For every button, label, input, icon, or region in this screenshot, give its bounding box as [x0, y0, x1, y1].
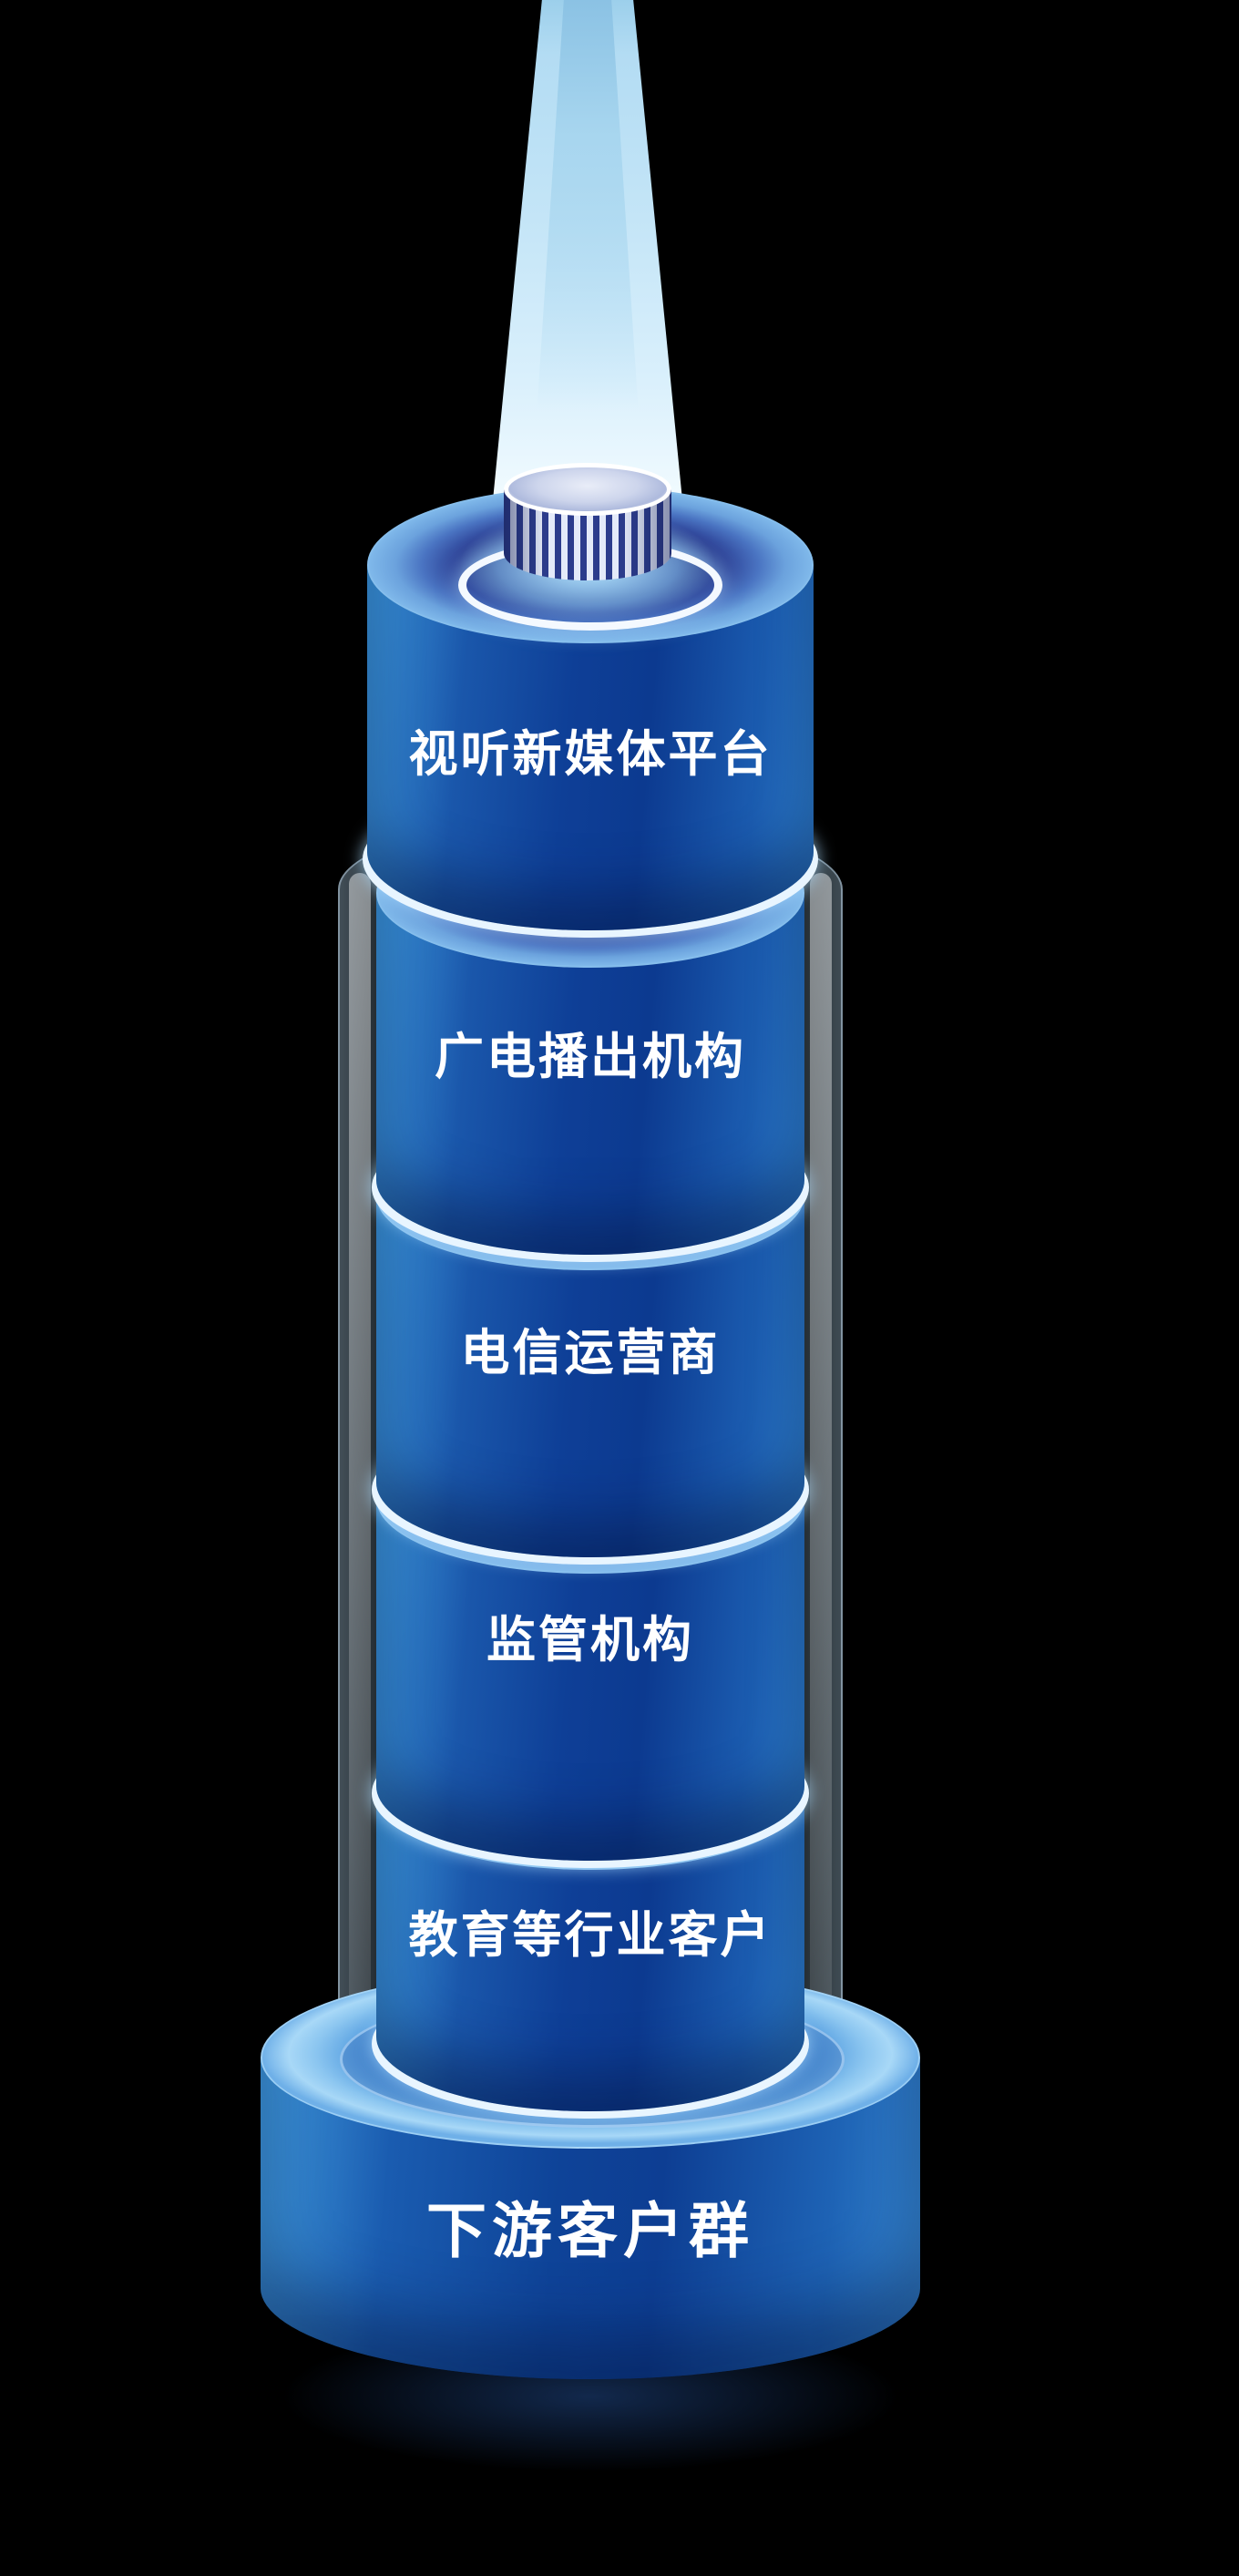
pipe-cap: [504, 463, 671, 590]
layer-3-label: 电信运营商: [460, 1326, 721, 1380]
layer-5-label: 教育等行业客户: [408, 1908, 773, 1963]
layer-2-cylinder: 广电播出机构: [372, 818, 809, 1274]
layer-1-label: 视听新媒体平台: [408, 727, 773, 782]
base-label: 下游客户群: [426, 2197, 754, 2264]
layer-4-label: 监管机构: [486, 1613, 694, 1668]
layer-2-label: 广电播出机构: [435, 1030, 746, 1084]
pipe-cap-top: [504, 463, 671, 516]
